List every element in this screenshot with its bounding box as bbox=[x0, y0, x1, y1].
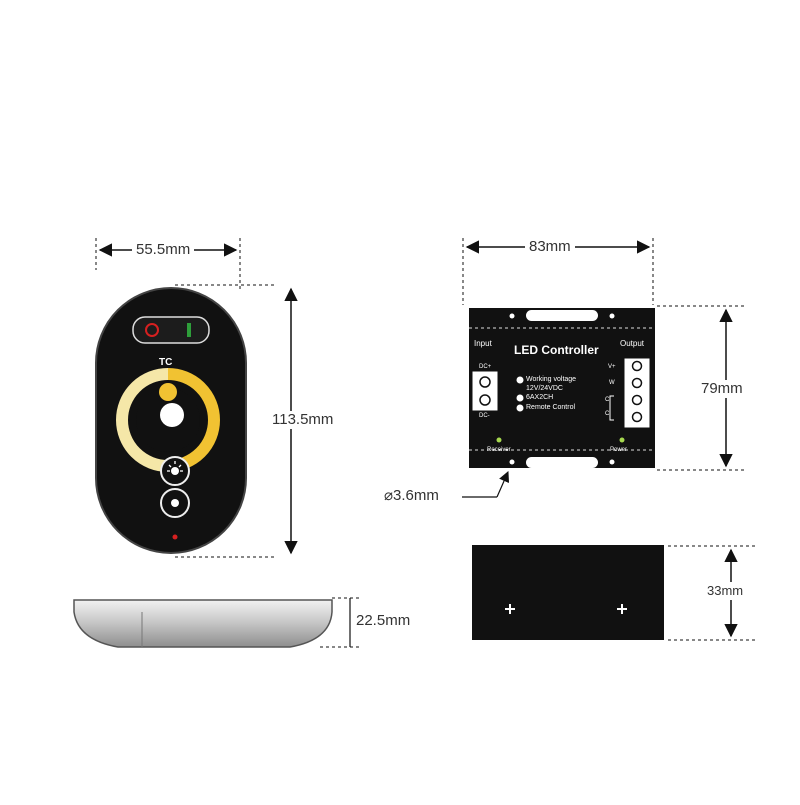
terminal-screw-icon bbox=[479, 376, 491, 388]
input-label: Input bbox=[474, 339, 492, 348]
bulb-dim-icon bbox=[171, 499, 179, 507]
controller-height-label: 79mm bbox=[697, 380, 747, 398]
bulb-bright-icon bbox=[171, 467, 179, 475]
spec-current-label: 6AX2CH bbox=[526, 394, 554, 401]
output-c1-label: C bbox=[605, 397, 610, 403]
controller-side-body bbox=[472, 545, 664, 640]
output-vplus-label: V+ bbox=[608, 364, 616, 370]
remote-side-body bbox=[73, 599, 333, 648]
mounting-slot-bottom bbox=[526, 457, 598, 468]
remote-brand-label: TC bbox=[159, 357, 173, 368]
power-off-icon bbox=[145, 323, 159, 337]
terminal-screw-icon bbox=[631, 394, 643, 406]
brightness-dot-icon bbox=[160, 403, 184, 427]
common-bracket bbox=[609, 395, 614, 421]
terminal-screw-icon bbox=[631, 377, 643, 389]
remote-height-label: 113.5mm bbox=[268, 411, 338, 429]
receiver-label: Receiver bbox=[487, 447, 511, 453]
dc-plus-label: DC+ bbox=[479, 364, 492, 370]
dc-minus-label: DC- bbox=[479, 413, 490, 419]
terminal-screw-icon bbox=[479, 394, 491, 406]
color-dot-icon bbox=[159, 383, 177, 401]
remote-side-view bbox=[73, 599, 333, 648]
warm-ring-left bbox=[116, 368, 169, 472]
remote-depth-label: 22.5mm bbox=[352, 612, 415, 630]
remote-width-label: 55.5mm bbox=[132, 241, 195, 259]
output-label: Output bbox=[620, 339, 645, 348]
indicator-led bbox=[172, 534, 178, 540]
controller-depth-label: 33mm bbox=[703, 582, 748, 600]
screw-hole bbox=[509, 313, 515, 319]
controller-front-view bbox=[469, 308, 655, 468]
mounting-slot-top bbox=[526, 310, 598, 321]
output-c2-label: C bbox=[605, 411, 610, 417]
power-on-icon bbox=[187, 323, 191, 337]
receiver-led bbox=[496, 437, 502, 443]
screw-hole bbox=[609, 459, 615, 465]
remote-front-view bbox=[95, 287, 247, 554]
output-w-label: W bbox=[609, 380, 615, 386]
spec-voltage-label: Working voltage bbox=[526, 376, 577, 383]
spec-bullet-icon bbox=[516, 404, 524, 412]
spec-remote-label: Remote Control bbox=[526, 404, 576, 411]
cool-ring-right bbox=[167, 368, 220, 472]
remote-power-bar bbox=[132, 316, 210, 344]
terminal-screw-icon bbox=[631, 411, 643, 423]
spec-voltage-value: 12V/24VDC bbox=[526, 385, 563, 392]
screw-hole bbox=[609, 313, 615, 319]
spec-bullet-icon bbox=[516, 376, 524, 384]
terminal-screw-icon bbox=[631, 360, 643, 372]
spec-bullet-icon bbox=[516, 394, 524, 402]
power-led bbox=[619, 437, 625, 443]
hole-diameter-label: ⌀3.6mm bbox=[380, 487, 443, 505]
side-screw-icon bbox=[505, 604, 515, 614]
controller-width-label: 83mm bbox=[525, 238, 575, 256]
hole-leader-arrow bbox=[496, 471, 510, 498]
output-terminal-block bbox=[623, 357, 651, 429]
side-screw-icon bbox=[617, 604, 627, 614]
screw-hole bbox=[509, 459, 515, 465]
controller-title: LED Controller bbox=[514, 343, 599, 357]
bulb-rays-icon bbox=[167, 461, 183, 472]
power-label: Power bbox=[610, 447, 628, 453]
